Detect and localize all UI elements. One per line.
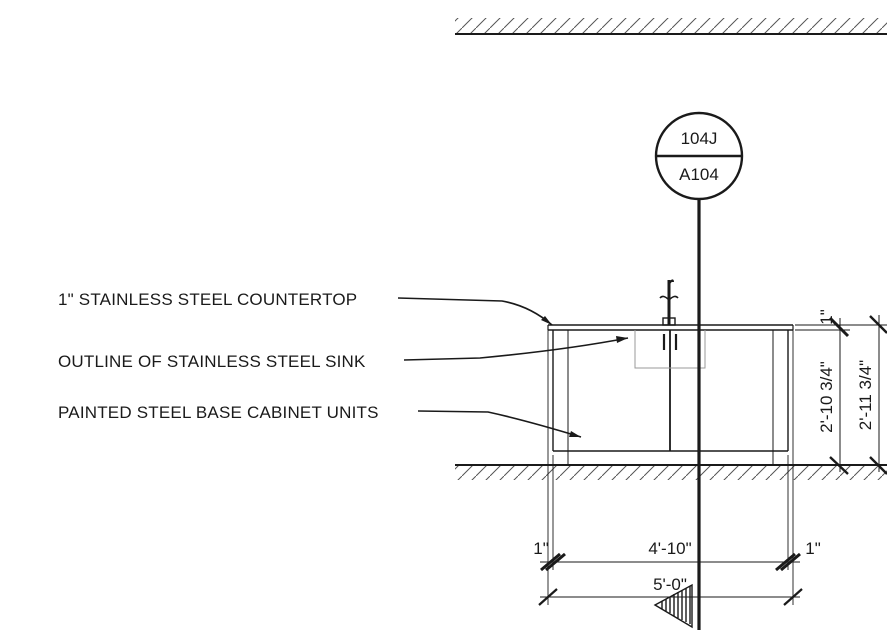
dim-cabinet-height: 2'-10 3/4" bbox=[817, 361, 836, 433]
callout-cabinet-text: PAINTED STEEL BASE CABINET UNITS bbox=[58, 403, 379, 422]
base-cabinet bbox=[547, 324, 794, 465]
callout-countertop-text: 1" STAINLESS STEEL COUNTERTOP bbox=[58, 290, 357, 309]
floor-line bbox=[455, 464, 887, 480]
callout-sink: OUTLINE OF STAINLESS STEEL SINK bbox=[58, 336, 629, 371]
dim-right-offset: 1" bbox=[805, 539, 821, 558]
horizontal-dimensions: 1" 4'-10" 1" 5'-0" bbox=[533, 330, 821, 606]
callout-countertop: 1" STAINLESS STEEL COUNTERTOP bbox=[58, 290, 553, 326]
dim-left-offset: 1" bbox=[533, 539, 549, 558]
section-tag-sheet: A104 bbox=[679, 165, 719, 184]
ceiling-line bbox=[455, 18, 887, 35]
vertical-dimensions: 1" 2'-10 3/4" 2'-11 3/4" bbox=[795, 309, 887, 475]
dim-top-thickness: 1" bbox=[817, 309, 836, 325]
dim-cabinet-width: 4'-10" bbox=[648, 539, 691, 558]
callout-cabinet: PAINTED STEEL BASE CABINET UNITS bbox=[58, 403, 582, 438]
dim-overall-height: 2'-11 3/4" bbox=[856, 360, 875, 430]
section-tag-detail: 104J bbox=[681, 129, 718, 148]
section-tag[interactable]: 104J A104 bbox=[654, 111, 744, 201]
faucet-icon bbox=[659, 279, 679, 326]
dim-overall-width: 5'-0" bbox=[653, 575, 687, 594]
sink-outline bbox=[634, 330, 706, 369]
section-arrow-icon bbox=[653, 583, 693, 629]
callout-sink-text: OUTLINE OF STAINLESS STEEL SINK bbox=[58, 352, 366, 371]
